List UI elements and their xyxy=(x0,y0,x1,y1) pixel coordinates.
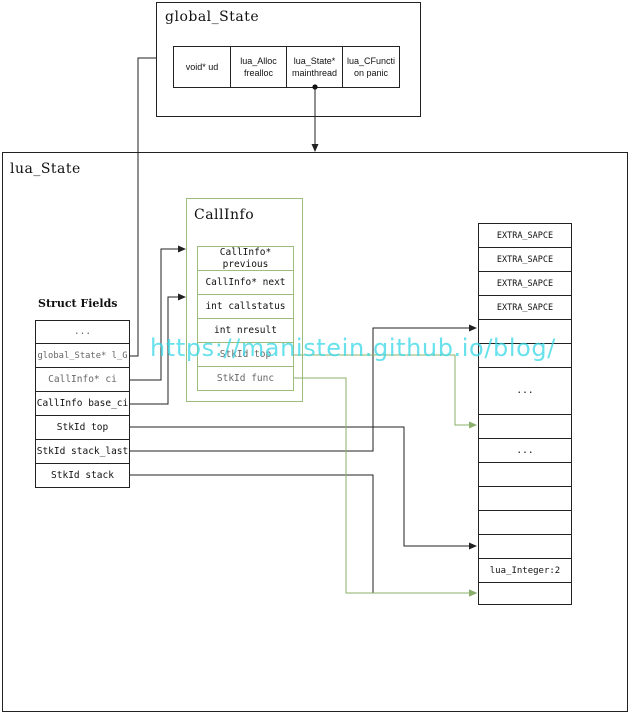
stack-cell xyxy=(478,462,572,487)
stack-cell xyxy=(478,534,572,559)
struct-field-ellipsis: ... xyxy=(35,320,130,344)
stack-cell xyxy=(478,319,572,344)
stack-cell: lua_Integer:2 xyxy=(478,558,572,583)
global-state-box: global_State void* ud lua_Alloc frealloc… xyxy=(156,2,421,117)
lua-state-title: lua_State xyxy=(10,161,81,177)
stack-cell xyxy=(478,414,572,439)
global-state-title: global_State xyxy=(165,9,260,25)
stack-cell xyxy=(478,582,572,605)
callinfo-box: CallInfo xyxy=(186,198,303,402)
global-state-field-ud: void* ud xyxy=(173,46,231,88)
struct-field-ci: CallInfo* ci xyxy=(35,367,130,392)
callinfo-func-arrow xyxy=(294,377,477,597)
stack-cell: EXTRA_SAPCE xyxy=(478,295,572,320)
struct-field-stack: StkId stack xyxy=(35,463,130,488)
struct-field-top: StkId top xyxy=(35,415,130,440)
top-arrow xyxy=(130,426,477,550)
struct-field-l-g: global_State* l_G xyxy=(35,343,130,368)
l-g-arrow xyxy=(130,57,156,357)
callinfo-field-func: StkId func xyxy=(197,366,294,391)
callinfo-title: CallInfo xyxy=(194,207,255,223)
lua-state-box: lua_State xyxy=(2,152,628,712)
watermark-text: https://manistein.github.io/blog/ xyxy=(150,334,556,362)
ci-arrow xyxy=(130,245,186,381)
global-state-field-panic: lua_CFunction panic xyxy=(342,46,400,88)
struct-fields-title: Struct Fields xyxy=(38,297,118,310)
mainthread-arrow xyxy=(311,84,319,152)
callinfo-top-arrow xyxy=(294,354,477,429)
stack-last-arrow xyxy=(130,324,477,452)
base-ci-arrow xyxy=(130,293,186,405)
struct-field-stack-last: StkId stack_last xyxy=(35,439,130,464)
stack-arrow xyxy=(130,474,477,597)
